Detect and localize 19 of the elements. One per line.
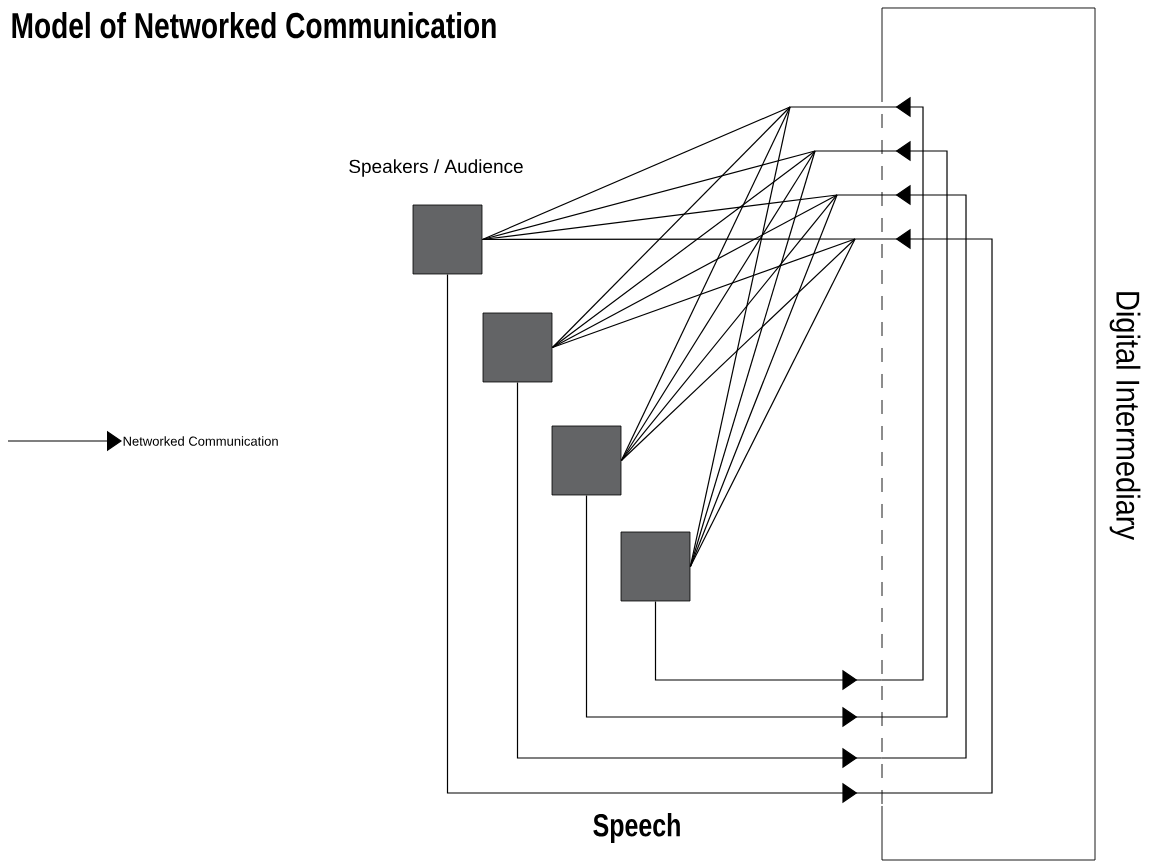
network-line xyxy=(551,238,856,349)
title: Model of Networked Communication xyxy=(12,11,496,39)
network-line xyxy=(689,194,838,568)
network-line xyxy=(481,106,791,241)
square xyxy=(551,425,622,496)
network-line xyxy=(551,150,816,349)
square xyxy=(620,531,691,602)
network-line xyxy=(620,238,856,462)
network-line xyxy=(551,106,791,349)
network-line xyxy=(481,150,816,241)
network-line xyxy=(481,238,856,241)
intermediary-box: Digital Intermediary xyxy=(881,7,1141,861)
network-line xyxy=(620,194,838,462)
legend-text: Networked Communication xyxy=(123,436,278,446)
square xyxy=(412,204,483,275)
speech-label: Speech xyxy=(593,813,680,843)
network-line xyxy=(689,238,856,568)
square xyxy=(482,312,553,383)
group-label: Speakers / Audience xyxy=(349,159,523,177)
